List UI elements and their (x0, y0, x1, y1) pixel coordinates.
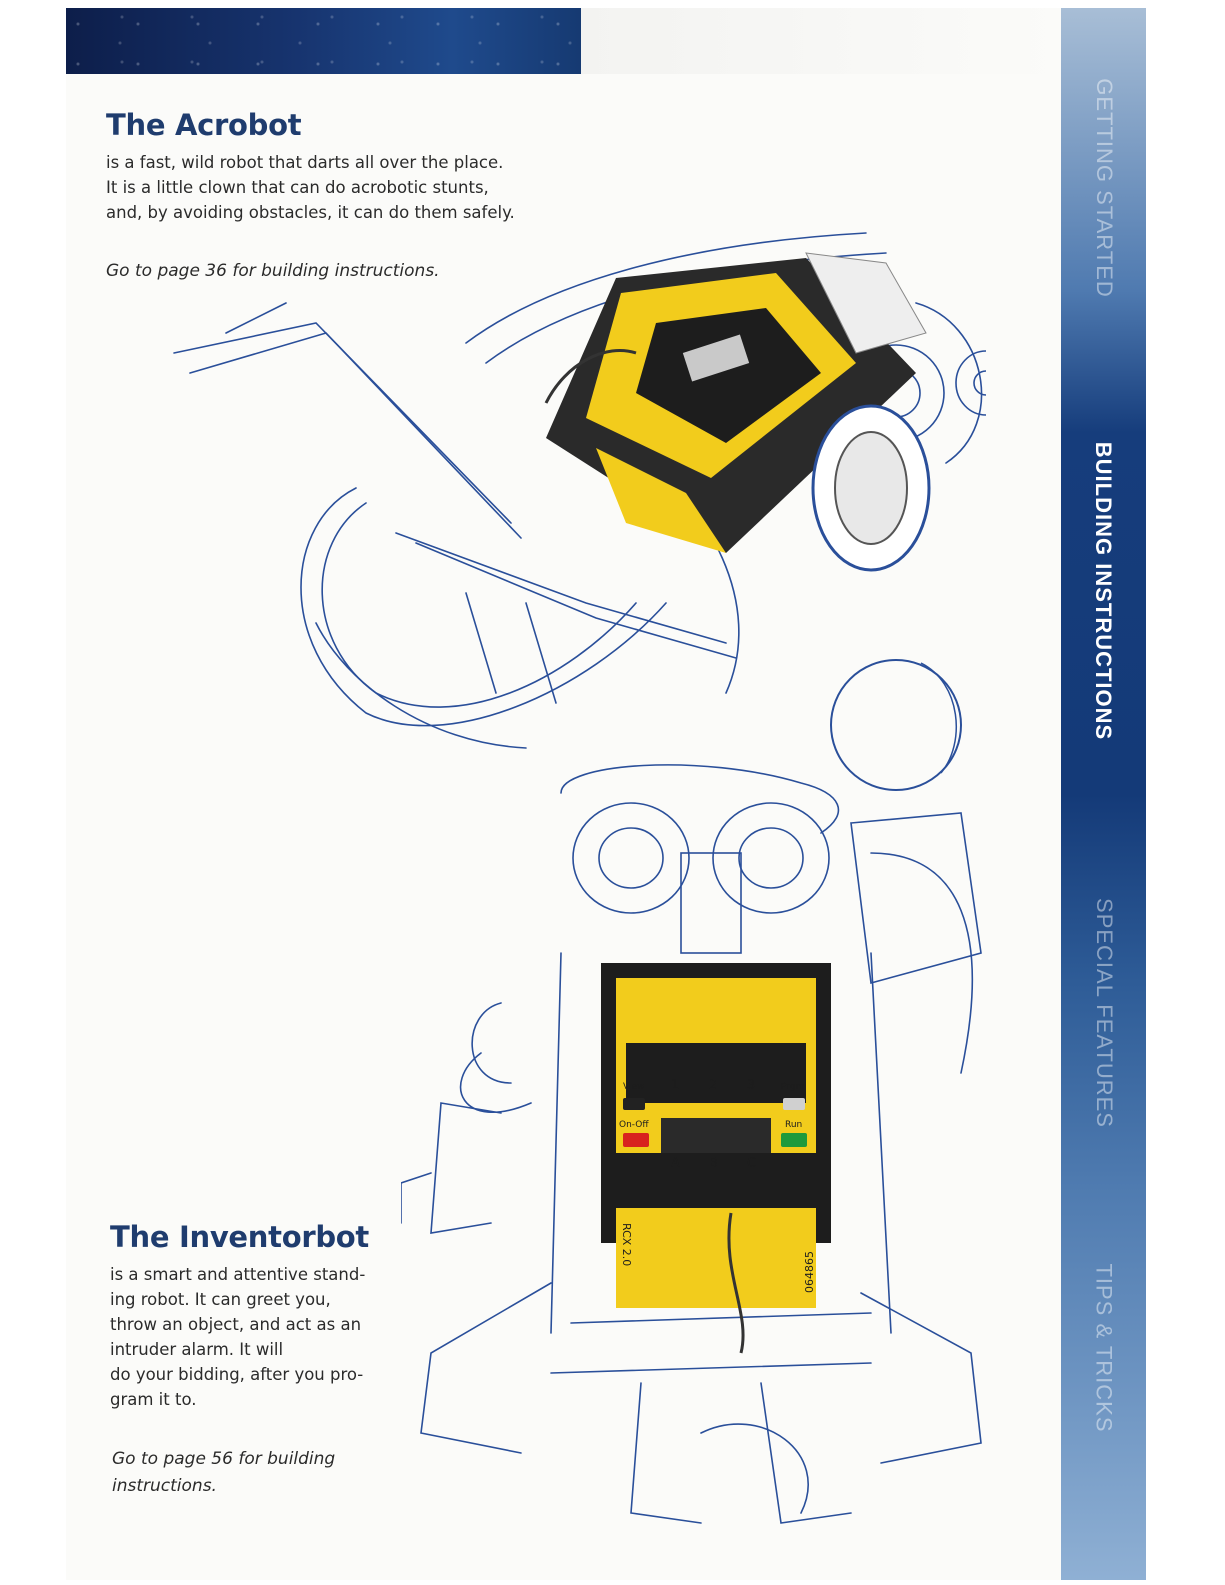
inventorbot-line: is a smart and attentive stand- (110, 1265, 366, 1284)
acrobot-title: The Acrobot (106, 108, 302, 142)
rcx-model-label: RCX 2.0 (620, 1223, 633, 1266)
tab-special-features[interactable]: SPECIAL FEATURES (1091, 898, 1117, 1128)
acrobot-line: is a fast, wild robot that darts all ove… (106, 153, 504, 172)
inventorbot-line: gram it to. (110, 1390, 197, 1409)
rcx-view-label: View (623, 1082, 644, 1092)
rcx-display (661, 1118, 771, 1154)
acrobot-line: and, by avoiding obstacles, it can do th… (106, 203, 515, 222)
inventorbot-sketch-lines (401, 764, 982, 1524)
acrobot-rcx-top (636, 308, 821, 443)
acrobot-cable (544, 348, 637, 404)
acrobot-instructions-link[interactable]: Go to page 36 for building instructions. (106, 261, 440, 281)
rcx-prgm-label: Prgm (781, 1082, 804, 1092)
header-band (66, 8, 581, 74)
rcx-onoff-label: On-Off (619, 1120, 649, 1130)
ball-illustration (830, 659, 962, 791)
rcx-serial-label: 064865 (803, 1251, 816, 1293)
rcx-view-button (623, 1098, 645, 1110)
acrobot-illustration (173, 232, 986, 749)
inventorbot-instructions-line: instructions. (112, 1476, 217, 1496)
tab-building-instructions[interactable]: BUILDING INSTRUCTIONS (1091, 441, 1117, 741)
inventorbot-line: ing robot. It can greet you, (110, 1290, 331, 1309)
inventorbot-line: intruder alarm. It will (110, 1340, 284, 1359)
rcx-run-button (781, 1133, 807, 1147)
inventorbot-title: The Inventorbot (110, 1220, 369, 1254)
acrobot-description: is a fast, wild robot that darts all ove… (106, 150, 515, 225)
inventorbot-description: is a smart and attentive stand- ing robo… (110, 1262, 365, 1412)
acrobot-line: It is a little clown that can do acrobot… (106, 178, 489, 197)
rcx-port-label: 3 (747, 1078, 755, 1093)
rcx-port-label: A (671, 1156, 680, 1171)
rcx-prgm-button (783, 1098, 805, 1110)
acrobot-model (544, 252, 931, 572)
rcx-port-label: 1 (671, 1078, 679, 1093)
rcx-top-plate (626, 1043, 806, 1103)
inventorbot-base-brick (616, 1208, 816, 1308)
acrobot-display (682, 334, 750, 382)
acrobot-sensor (805, 252, 927, 354)
inventorbot-instructions-line: Go to page 56 for building (112, 1449, 336, 1469)
inventorbot-cable (727, 1212, 745, 1354)
inventorbot-instructions-link[interactable]: Go to page 56 for building instructions. (112, 1446, 335, 1500)
inventorbot-line: do your bidding, after you pro- (110, 1365, 364, 1384)
rcx-onoff-button (623, 1133, 649, 1147)
tab-tips-tricks[interactable]: TIPS & TRICKS (1091, 1263, 1117, 1433)
inventorbot-illustration: View Prgm On-Off Run 1 2 3 A B C RCX 2.0… (401, 764, 982, 1524)
rcx-run-label: Run (785, 1120, 802, 1130)
tab-getting-started[interactable]: GETTING STARTED (1091, 78, 1117, 298)
rcx-port-label: C (747, 1156, 756, 1171)
acrobot-wheel-hub (834, 431, 908, 545)
chapter-sidebar: GETTING STARTED BUILDING INSTRUCTIONS SP… (1061, 8, 1146, 1580)
page: GETTING STARTED BUILDING INSTRUCTIONS SP… (66, 8, 1146, 1580)
header-fade (581, 8, 1061, 74)
inventorbot-line: throw an object, and act as an (110, 1315, 362, 1334)
ball-outline (830, 659, 962, 791)
ball-highlight (920, 662, 958, 774)
rcx-port-label: 2 (709, 1078, 717, 1093)
rcx-port-label: B (709, 1156, 718, 1171)
acrobot-bumper (596, 448, 726, 553)
inventorbot-model: View Prgm On-Off Run 1 2 3 A B C RCX 2.0… (601, 963, 831, 1354)
